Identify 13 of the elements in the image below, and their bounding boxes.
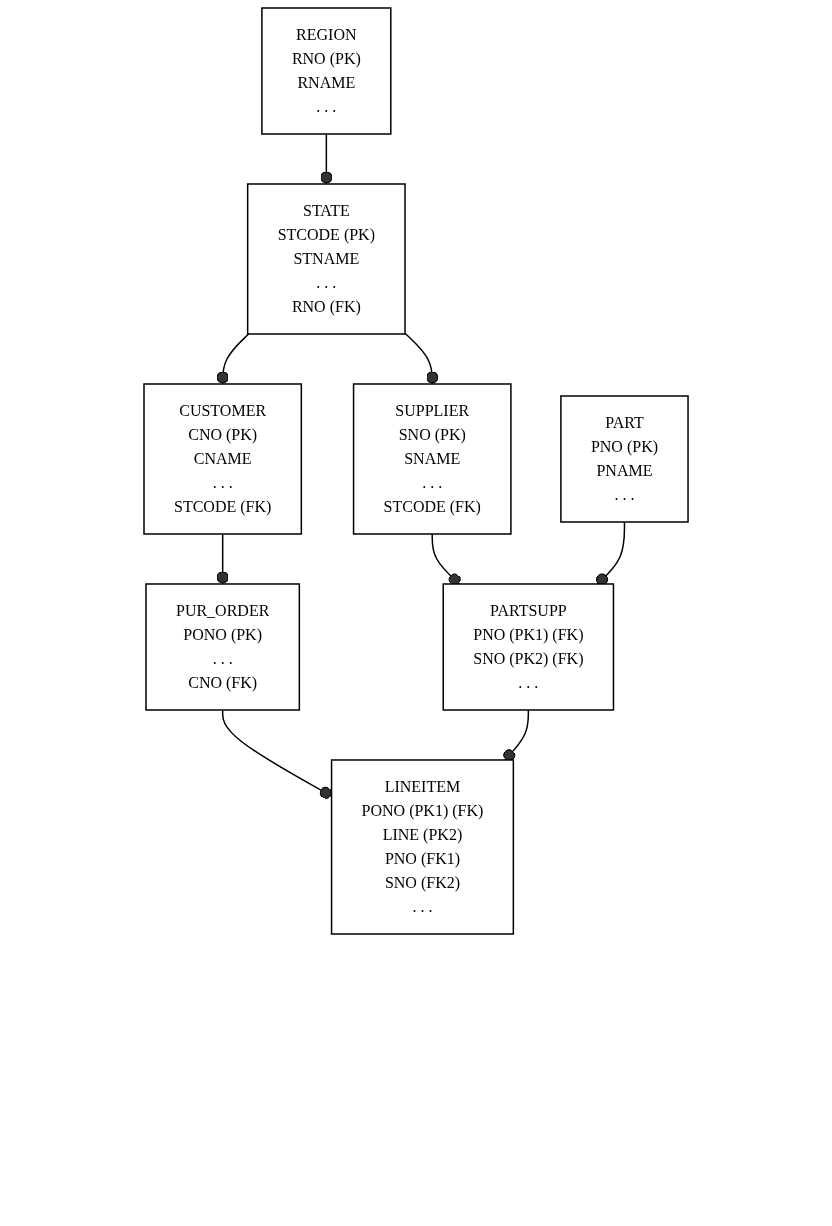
connector xyxy=(404,332,439,385)
node-box: STATE STCODE (PK) STNAME . . . RNO (FK) xyxy=(246,183,406,335)
connector xyxy=(503,709,530,762)
node-box: PUR_ORDER PONO (PK) . . . CNO (FK) xyxy=(145,583,301,711)
node-box: PARTSUPP PNO (PK1) (FK) SNO (PK2) (FK) . . . xyxy=(442,583,615,711)
connector xyxy=(216,533,229,585)
connector xyxy=(216,333,250,385)
node-box: CUSTOMER CNO (PK) CNAME . . . STCODE (FK) xyxy=(143,383,303,535)
node-box: PART PNO (PK) PNAME . . . xyxy=(560,395,689,523)
node-box: REGION RNO (PK) RNAME . . . xyxy=(261,7,392,135)
connector xyxy=(320,133,333,185)
node-box: SUPPLIER SNO (PK) SNAME . . . STCODE (FK) xyxy=(352,383,512,535)
node-box: LINEITEM PONO (PK1) (FK) LINE (PK2) PNO (FK1) SNO (FK2) . . . xyxy=(330,759,515,935)
